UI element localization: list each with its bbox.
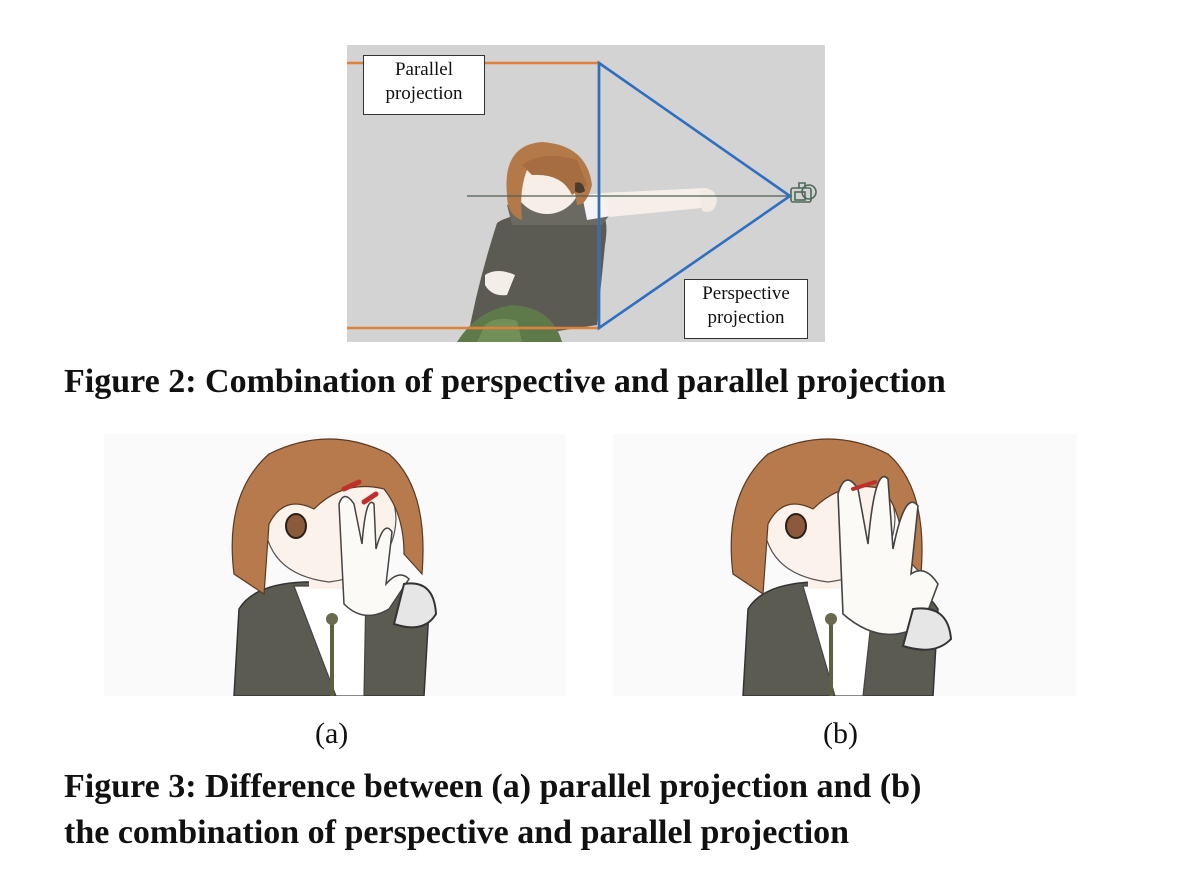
parallel-label-line2: projection bbox=[385, 83, 463, 104]
perspective-label-line1: Perspective bbox=[702, 283, 790, 304]
parallel-label-line1: Parallel bbox=[394, 59, 454, 80]
figure-3-caption-line1: Figure 3: Difference between (a) paralle… bbox=[64, 768, 922, 805]
subfigure-b-label: (b) bbox=[823, 717, 858, 750]
figure-3-caption-line2: the combination of perspective and paral… bbox=[64, 814, 850, 851]
projection-scene bbox=[347, 45, 825, 342]
perspective-projection-label: Perspective projection bbox=[684, 279, 808, 339]
figure-2-image bbox=[347, 45, 825, 342]
subfigure-a-label: (a) bbox=[315, 717, 349, 750]
character-combined bbox=[613, 434, 1077, 697]
camera-icon bbox=[790, 182, 817, 203]
parallel-projection-label: Parallel projection bbox=[363, 55, 485, 115]
character-figure bbox=[457, 142, 717, 342]
figure-3-caption: Figure 3: Difference between (a) paralle… bbox=[64, 764, 1154, 856]
figure-3b-image bbox=[613, 434, 1077, 697]
perspective-label-line2: projection bbox=[707, 307, 785, 328]
figure-2-caption: Figure 2: Combination of perspective and… bbox=[64, 363, 946, 400]
figure-3a-image bbox=[104, 434, 566, 697]
perspective-frustum bbox=[597, 60, 793, 331]
character-parallel bbox=[104, 434, 566, 697]
